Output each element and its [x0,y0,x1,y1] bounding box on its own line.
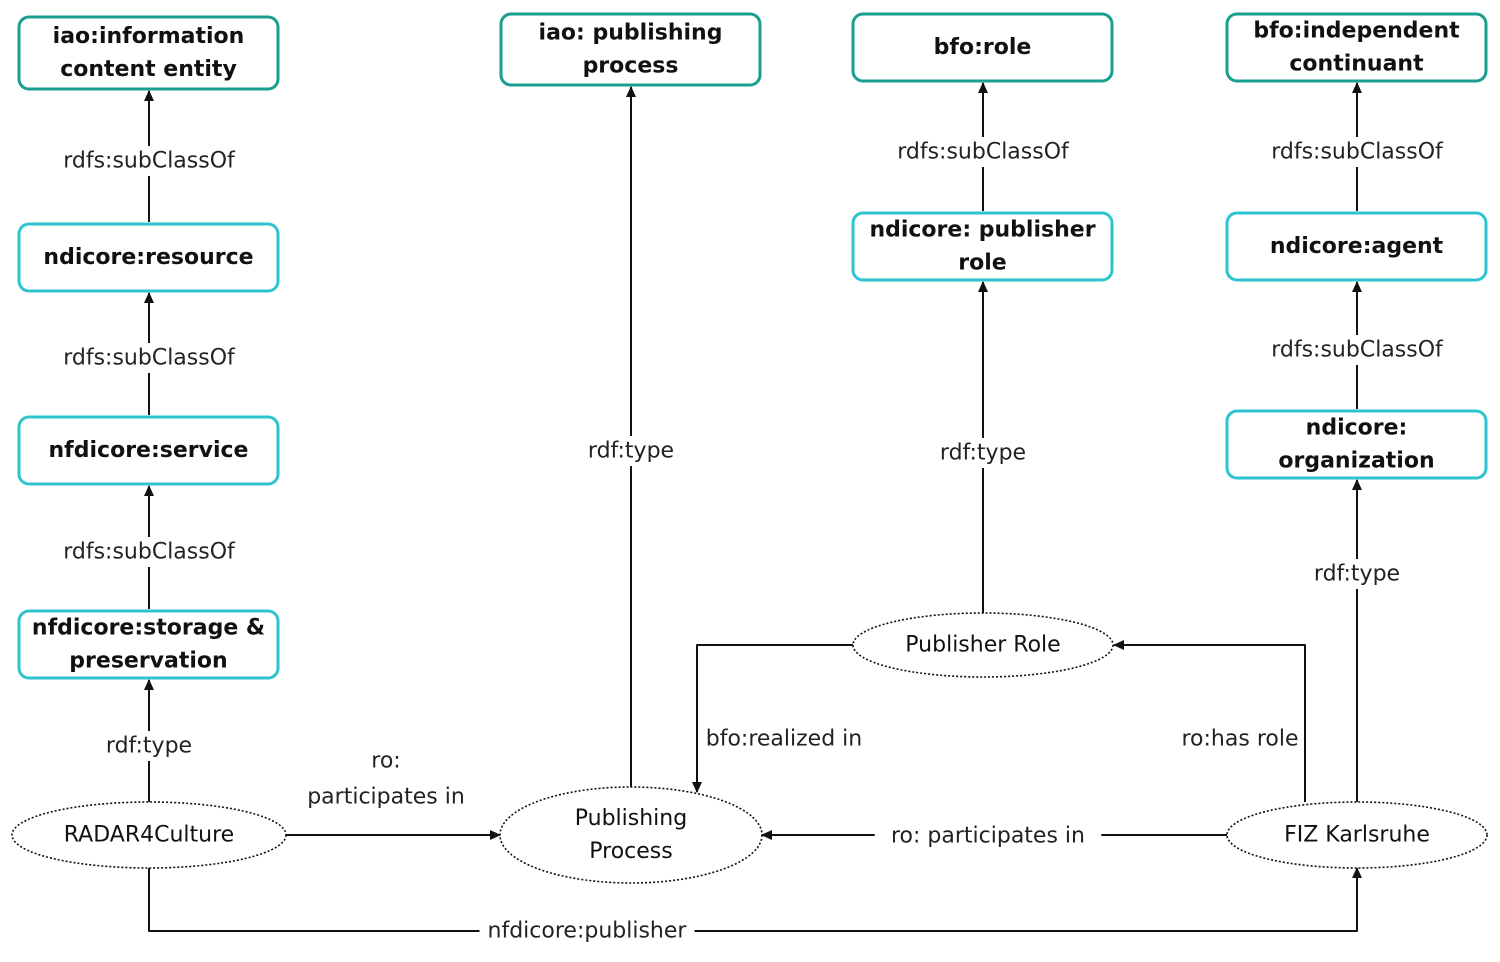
class-label: ndicore: publisher [869,218,1095,243]
edge-label-e1: rdfs:subClassOf [58,146,240,176]
class-label: nfdicore:service [49,438,249,463]
class-node-iao-ice[interactable]: iao:information content entity [17,15,280,91]
edge-label-line: participates in [307,785,465,810]
individual-ellipse [11,801,287,869]
edge-label-line: rdf:type [588,439,674,464]
edge-label-line: rdf:type [1314,562,1400,587]
edge-label-bg [1307,559,1407,589]
edge-label-e5: rdf:type [581,436,681,466]
edge-label-e6: rdfs:subClassOf [892,137,1074,167]
edge-label-e4: rdf:type [99,731,199,761]
edge-label-line: bfo:realized in [706,727,862,752]
class-label: role [958,251,1006,276]
class-label: iao:information [53,24,245,49]
edge-label-line: rdfs:subClassOf [63,540,236,565]
class-label: nfdicore:storage & [32,616,265,641]
edge-label-bg [892,137,1074,167]
class-box [851,211,1114,282]
class-box [499,12,762,87]
edge-label-line: rdfs:subClassOf [63,149,236,174]
edge-label-e11: ro: participates in [295,741,477,817]
edge-label-bg [1266,137,1448,167]
class-box [1225,12,1488,83]
class-label: preservation [69,649,227,674]
edge-label-e12: ro: participates in [874,821,1102,851]
class-label: ndicore:resource [43,245,253,270]
edge-label-line: rdf:type [106,734,192,759]
edge-label-e3: rdfs:subClassOf [58,537,240,567]
edge-label-bg [933,438,1033,468]
class-node-ndicore-agent[interactable]: ndicore:agent [1225,211,1488,282]
edge-label-bg [58,537,240,567]
individual-ellipse [1226,801,1488,869]
edge-label-line: nfdicore:publisher [488,919,688,944]
class-node-bfo-ic[interactable]: bfo:independent continuant [1225,12,1488,83]
class-box [17,15,280,91]
individual-label: Process [589,839,672,864]
edge-label-e2: rdfs:subClassOf [58,343,240,373]
individual-node-radar[interactable]: RADAR4Culture [11,801,287,869]
class-box [17,415,280,486]
class-box [1225,211,1488,282]
edge-label-bg [874,821,1102,851]
edge-label-line: rdf:type [940,441,1026,466]
individual-label: FIZ Karlsruhe [1284,823,1430,848]
class-node-nfdicore-storage[interactable]: nfdicore:storage & preservation [17,609,280,680]
edge-label-line: ro: [371,749,400,774]
class-label: iao: publishing [539,21,723,46]
individual-ellipse [852,612,1114,678]
class-label: continuant [1289,52,1424,77]
class-box [17,222,280,293]
edge-label-e7: rdf:type [933,438,1033,468]
edge-label-bg [581,436,681,466]
individual-label: Publisher Role [905,633,1060,658]
edge-label-e15: nfdicore:publisher [479,916,695,946]
edge-label-line: rdfs:subClassOf [1271,338,1444,363]
class-label: content entity [60,57,237,82]
edge-label-e13: bfo:realized in [706,727,862,752]
class-box [851,12,1114,83]
class-label: process [583,54,679,79]
class-node-ndicore-resource[interactable]: ndicore:resource [17,222,280,293]
edge-label-bg [479,916,695,946]
individual-ellipse [499,786,763,884]
edge-label-e10: rdf:type [1307,559,1407,589]
individual-label: Publishing [575,806,687,831]
class-label: ndicore: [1306,416,1408,441]
class-label: bfo:role [934,35,1032,60]
edge-arrow-e13 [692,644,853,793]
individual-label: RADAR4Culture [64,823,234,848]
edge-label-line: ro: participates in [891,824,1085,849]
class-label: bfo:independent [1253,19,1460,44]
edge-label-line: rdfs:subClassOf [63,346,236,371]
class-label: ndicore:agent [1270,234,1444,259]
edge-arrow-e15 [148,867,1362,932]
edge-arrow-e14 [1113,640,1306,802]
edge-label-bg [58,146,240,176]
edge-label-bg [99,731,199,761]
class-node-ndicore-publisher-role[interactable]: ndicore: publisher role [851,211,1114,282]
class-node-bfo-role[interactable]: bfo:role [851,12,1114,83]
edge-label-e14: ro:has role [1182,727,1299,752]
class-node-ndicore-org[interactable]: ndicore: organization [1225,409,1488,480]
class-node-nfdicore-service[interactable]: nfdicore:service [17,415,280,486]
edge-label-bg [58,343,240,373]
class-box [17,609,280,680]
class-node-iao-publishing[interactable]: iao: publishing process [499,12,762,87]
edge-label-line: ro:has role [1182,727,1299,752]
edge-label-bg [295,741,477,817]
individual-node-fiz[interactable]: FIZ Karlsruhe [1226,801,1488,869]
edge-label-bg [1266,335,1448,365]
class-box [1225,409,1488,480]
individual-node-pubrole[interactable]: Publisher Role [852,612,1114,678]
edge-label-e8: rdfs:subClassOf [1266,137,1448,167]
edge-label-line: rdfs:subClassOf [1271,140,1444,165]
edge-label-e9: rdfs:subClassOf [1266,335,1448,365]
class-label: organization [1278,449,1434,474]
edge-label-line: rdfs:subClassOf [897,140,1070,165]
